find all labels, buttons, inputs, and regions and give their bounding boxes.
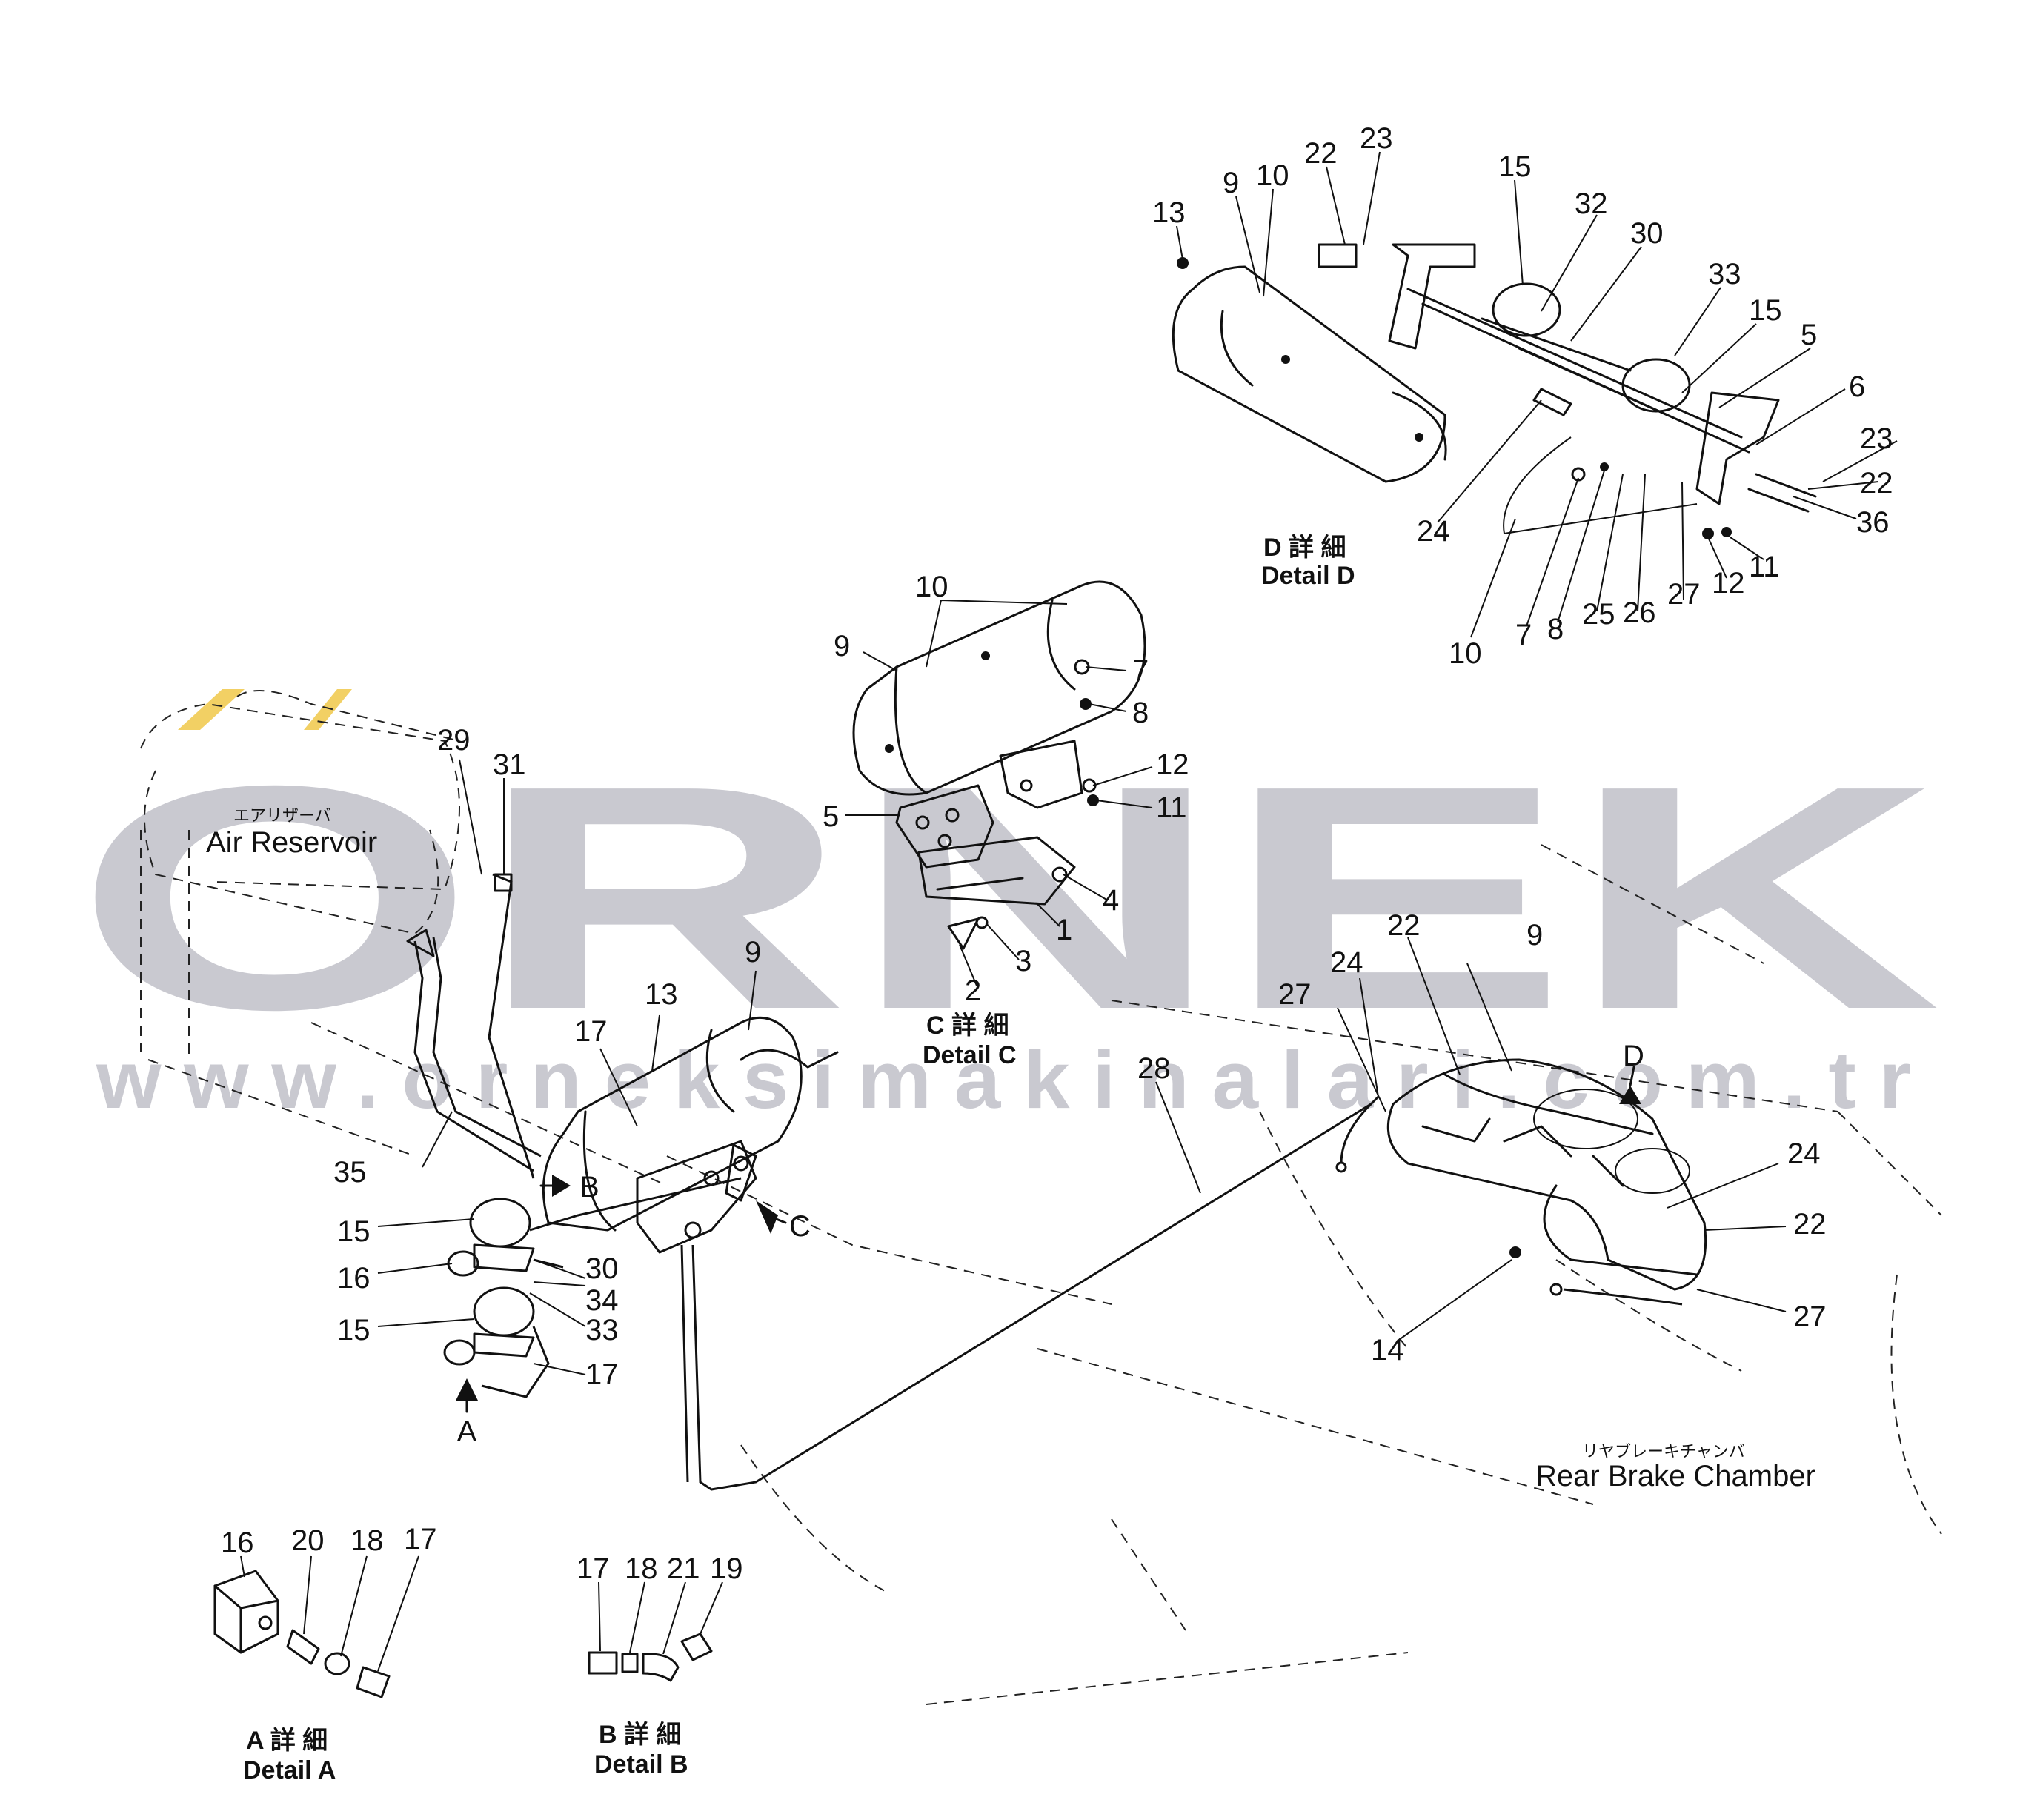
callout-r-9: 9 bbox=[1526, 919, 1543, 951]
callout-m-30: 30 bbox=[585, 1252, 619, 1285]
arrow-d-label: D bbox=[1623, 1040, 1644, 1072]
watermark: ORNEK www.orneksimakinalari.com.tr bbox=[74, 689, 1941, 1126]
rear-brake-chamber-label: Rear Brake Chamber bbox=[1535, 1460, 1815, 1492]
main-assembly: 29 31 13 9 17 35 15 16 30 34 33 15 17 28 bbox=[333, 724, 1380, 1491]
callout-m-9: 9 bbox=[745, 936, 761, 969]
callout-m-15a: 15 bbox=[337, 1215, 371, 1248]
callout-r-22a: 22 bbox=[1387, 909, 1421, 942]
rear-brake-chamber: 22 9 24 27 24 22 27 14 リヤブレーキチャンバ Rear B… bbox=[1278, 909, 1827, 1492]
arrow-c-icon bbox=[756, 1200, 778, 1234]
callout-m-29: 29 bbox=[437, 724, 471, 757]
air-reservoir-label: Air Reservoir bbox=[206, 826, 377, 859]
callout-c-4: 4 bbox=[1103, 884, 1119, 917]
callout-d-23b: 23 bbox=[1860, 422, 1893, 455]
callout-d-27: 27 bbox=[1667, 578, 1701, 611]
watermark-accent-right bbox=[304, 689, 352, 730]
detail-c-jp-caption: C 詳 細 bbox=[926, 1012, 1009, 1040]
detail-c: 10 9 7 8 12 11 5 4 1 3 2 C 詳 細 Detail C bbox=[823, 571, 1189, 1069]
callout-d-15b: 15 bbox=[1749, 294, 1782, 327]
callout-a-17: 17 bbox=[404, 1523, 437, 1555]
callout-m-17a: 17 bbox=[574, 1015, 608, 1048]
callout-d-10: 10 bbox=[1256, 159, 1289, 192]
callout-r-24b: 24 bbox=[1787, 1138, 1821, 1170]
callout-r-14: 14 bbox=[1371, 1334, 1404, 1366]
callout-r-27b: 27 bbox=[1793, 1301, 1827, 1333]
arrow-a-label: A bbox=[457, 1415, 477, 1448]
watermark-brand: ORNEK bbox=[74, 720, 1941, 1076]
detail-d: 13 9 10 22 23 15 32 30 33 15 5 6 23 22 3… bbox=[1152, 122, 1898, 670]
air-reservoir-jp-label: エアリザーバ bbox=[233, 807, 331, 826]
callout-r-27a: 27 bbox=[1278, 978, 1312, 1011]
detail-a-caption: Detail A bbox=[243, 1756, 336, 1784]
callout-a-18: 18 bbox=[350, 1524, 384, 1557]
detail-c-caption: Detail C bbox=[923, 1041, 1017, 1069]
callout-c-8: 8 bbox=[1132, 697, 1149, 729]
callout-d-10b: 10 bbox=[1449, 637, 1482, 670]
callout-m-15b: 15 bbox=[337, 1314, 371, 1346]
callout-d-25: 25 bbox=[1582, 598, 1615, 631]
callout-d-13: 13 bbox=[1152, 196, 1186, 229]
callout-d-12: 12 bbox=[1712, 567, 1745, 600]
callout-b-21: 21 bbox=[667, 1552, 700, 1585]
arrow-c-label: C bbox=[789, 1210, 811, 1243]
watermark-accent-left bbox=[178, 689, 245, 730]
callout-d-33: 33 bbox=[1708, 258, 1741, 290]
callout-d-7: 7 bbox=[1515, 619, 1532, 651]
callout-d-11: 11 bbox=[1749, 551, 1780, 583]
detail-d-caption: Detail D bbox=[1261, 562, 1355, 590]
callout-m-33: 33 bbox=[585, 1314, 619, 1346]
callout-c-10: 10 bbox=[915, 571, 948, 603]
callout-d-22a: 22 bbox=[1304, 137, 1338, 170]
callout-a-20: 20 bbox=[291, 1524, 325, 1557]
callout-d-8: 8 bbox=[1547, 613, 1564, 645]
detail-b-caption: Detail B bbox=[594, 1750, 688, 1779]
callout-d-6: 6 bbox=[1849, 371, 1865, 403]
watermark-url: www.orneksimakinalari.com.tr bbox=[96, 1034, 1934, 1126]
callout-r-22b: 22 bbox=[1793, 1208, 1827, 1241]
air-reservoir: エアリザーバ Air Reservoir bbox=[140, 690, 460, 935]
callout-m-16: 16 bbox=[337, 1262, 371, 1295]
callout-c-3: 3 bbox=[1015, 945, 1031, 977]
callout-d-30: 30 bbox=[1630, 217, 1664, 250]
callout-d-15a: 15 bbox=[1498, 150, 1532, 183]
callout-b-17: 17 bbox=[577, 1552, 610, 1585]
callout-b-19: 19 bbox=[710, 1552, 743, 1585]
rear-brake-chamber-jp-label: リヤブレーキチャンバ bbox=[1582, 1443, 1745, 1461]
detail-b: 17 18 21 19 B 詳 細 Detail B bbox=[577, 1552, 743, 1779]
arrow-b-label: B bbox=[579, 1171, 599, 1203]
callout-c-1: 1 bbox=[1056, 914, 1072, 946]
arrow-a-icon bbox=[456, 1378, 478, 1401]
callout-d-32: 32 bbox=[1575, 187, 1608, 220]
callout-c-12: 12 bbox=[1156, 748, 1189, 781]
callout-d-23a: 23 bbox=[1360, 122, 1393, 155]
callout-d-9: 9 bbox=[1223, 167, 1239, 199]
callout-c-5: 5 bbox=[823, 800, 839, 833]
callout-d-36: 36 bbox=[1856, 506, 1890, 539]
callout-m-35: 35 bbox=[333, 1156, 367, 1189]
detail-b-jp-caption: B 詳 細 bbox=[599, 1721, 681, 1749]
callout-b-18: 18 bbox=[625, 1552, 658, 1585]
callout-r-24a: 24 bbox=[1330, 946, 1363, 979]
callout-a-16: 16 bbox=[221, 1527, 254, 1559]
callout-c-11: 11 bbox=[1156, 791, 1187, 824]
callout-d-5: 5 bbox=[1801, 319, 1817, 351]
callout-c-9: 9 bbox=[834, 630, 850, 662]
callout-m-13: 13 bbox=[645, 978, 678, 1011]
callout-m-34: 34 bbox=[585, 1284, 619, 1317]
detail-d-jp-caption: D 詳 細 bbox=[1263, 534, 1346, 562]
callout-c-7: 7 bbox=[1132, 654, 1149, 687]
callout-c-2: 2 bbox=[965, 974, 981, 1007]
detail-a-jp-caption: A 詳 細 bbox=[246, 1727, 328, 1755]
callout-d-24: 24 bbox=[1417, 515, 1450, 548]
callout-m-17b: 17 bbox=[585, 1358, 619, 1391]
callout-m-28: 28 bbox=[1137, 1052, 1171, 1085]
detail-a: 16 20 18 17 A 詳 細 Detail A bbox=[213, 1523, 437, 1784]
callout-d-22b: 22 bbox=[1860, 467, 1893, 499]
machine-outline bbox=[140, 830, 1942, 1705]
callout-d-26: 26 bbox=[1623, 597, 1656, 629]
callout-m-31: 31 bbox=[493, 748, 526, 781]
